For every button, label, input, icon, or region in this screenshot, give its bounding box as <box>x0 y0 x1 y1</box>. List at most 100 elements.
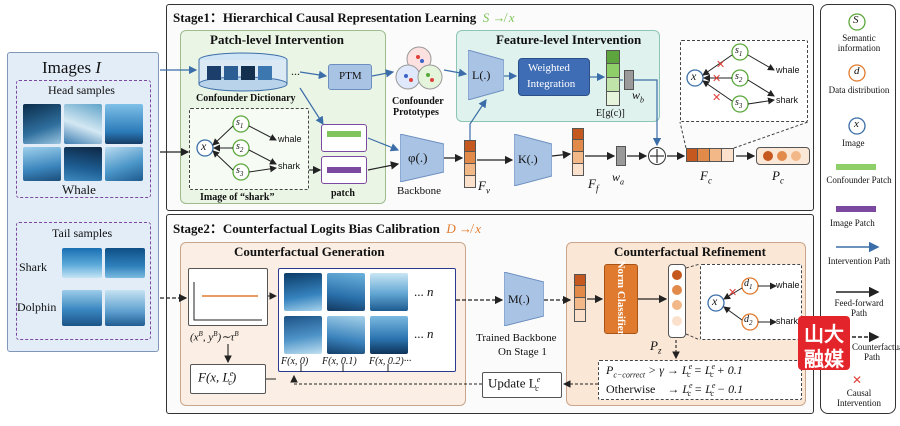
cf-image-row2-1 <box>284 316 322 354</box>
tail-samples-label: Tail samples <box>52 226 113 240</box>
legend-data-label: Data distribution <box>828 85 890 95</box>
weighted-integration-box <box>518 58 590 96</box>
update-box <box>482 372 562 398</box>
graph3-d1: d1 <box>744 278 753 291</box>
graph3-whale: whale <box>776 280 800 290</box>
patch-causal-graph <box>196 115 277 181</box>
trained-backbone-label-2: On Stage 1 <box>498 346 547 358</box>
watermark-line2: 融媒 <box>804 347 844 371</box>
head-sample-image-3 <box>105 104 143 144</box>
weighted-label-2: Integration <box>527 78 576 90</box>
tail-sample-shark-2 <box>105 248 145 278</box>
Fc-vector <box>686 148 734 162</box>
tail-sample-dolphin-2 <box>105 290 145 326</box>
head-sample-image-5 <box>64 147 102 181</box>
head-samples-box <box>16 80 151 198</box>
graph2-s1: s1 <box>735 45 743 58</box>
cf-image-row1-3 <box>370 273 408 311</box>
legend-intervention-path-label: Intervention Path <box>827 256 891 266</box>
head-sample-image-1 <box>23 104 61 144</box>
legend-causal-intervention-label: Causal Intervention <box>837 388 881 408</box>
watermark-line1: 山大 <box>804 322 844 346</box>
image-of-shark-label: Image of “shark” <box>200 192 275 203</box>
Pc-label: Pc <box>772 168 784 186</box>
Fv-label: Fv <box>478 178 490 196</box>
svg-text:✕: ✕ <box>712 73 721 85</box>
graph1-s1: s1 <box>236 117 244 130</box>
intervened-causal-graph: ✕ ✕ ✕ <box>686 43 775 113</box>
trained-backbone-label-1: Trained Backbone <box>476 332 557 344</box>
image-patch-bar <box>327 167 361 173</box>
norm-classifier-box <box>604 264 638 334</box>
Fz-vector-front <box>574 274 586 322</box>
backbone-label: Backbone <box>397 185 441 197</box>
legend-feedforward-path-label: Feed-forward Path <box>834 298 884 318</box>
Pc-dot-3 <box>791 151 801 161</box>
legend-confounder-patch-label: Confounder Patch <box>826 175 892 185</box>
svg-text:✕: ✕ <box>716 59 725 71</box>
ptm-block <box>328 64 372 90</box>
ptm-label: PTM <box>339 70 362 82</box>
head-sample-image-4 <box>23 147 61 181</box>
confounder-prototypes-label-2: Prototypes <box>393 107 439 118</box>
Pc-dot-1 <box>763 151 773 161</box>
patch-level-title: Patch-level Intervention <box>210 32 344 47</box>
legend-image-patch-label: Image Patch <box>830 218 875 228</box>
cf-row2-dots: ... n <box>414 326 434 341</box>
wa-block <box>616 146 626 166</box>
rule-2: Otherwise → Lec = Lec − 0.1 <box>606 381 744 399</box>
K-label: K(.) <box>518 152 538 166</box>
wb-label: wb <box>632 88 645 105</box>
graph3-shark: shark <box>776 316 799 326</box>
cf-f02-label: F(x, 0.2)··· <box>369 356 412 367</box>
watermark-logo <box>798 316 850 370</box>
dolphin-label: Dolphin <box>17 300 57 314</box>
M-label: M(.) <box>508 292 530 306</box>
cf-image-row1-2 <box>327 273 365 311</box>
svg-text:✕: ✕ <box>728 287 737 299</box>
confounder-patch-box <box>321 124 367 152</box>
tail-sample-shark-1 <box>62 248 102 278</box>
distribution-box <box>188 268 268 326</box>
graph1-x: x <box>201 139 207 153</box>
graph2-shark: shark <box>776 95 799 105</box>
cf-image-row2-2 <box>327 316 365 354</box>
F-function-box <box>190 364 266 394</box>
confounder-dictionary <box>197 52 289 92</box>
legend-counterfactual-path-label: Counterfactual Path <box>852 342 900 362</box>
tail-sample-dolphin-1 <box>62 290 102 326</box>
graph2-s2: s2 <box>735 71 743 84</box>
confounder-prototypes <box>394 44 444 94</box>
egc-vector <box>606 50 620 106</box>
graph2-whale: whale <box>776 65 800 75</box>
graph2-x: x <box>691 69 697 83</box>
refinement-causal-graph: ✕ <box>707 277 777 331</box>
graph3-x: x <box>712 294 718 308</box>
Pz-dot-3 <box>672 300 682 310</box>
egc-label: E[g(c)] <box>596 108 625 119</box>
stage1-title: Stage1：Hierarchical Causal Representatio… <box>173 10 515 25</box>
Fv-vector <box>464 140 476 188</box>
graph1-shark: shark <box>278 161 301 171</box>
L-label: L(.) <box>472 68 491 82</box>
Fc-label: Fc <box>700 168 712 186</box>
cf-generation-title: Counterfactual Generation <box>234 244 385 259</box>
cf-image-row1-1 <box>284 273 322 311</box>
weighted-label-1: Weighted <box>528 62 570 74</box>
patch-label: patch <box>331 188 355 199</box>
confounder-prototypes-label-1: Confounder <box>392 96 444 107</box>
rule-1: Pc−correct > γ → Lec = Lec + 0.1 <box>606 362 743 380</box>
Pz-dot-2 <box>672 285 682 295</box>
graph3-d2: d2 <box>744 314 753 327</box>
wb-block <box>624 70 634 90</box>
svg-text:✕: ✕ <box>712 92 721 104</box>
shark-label: Shark <box>19 260 47 274</box>
Ff-vector <box>572 128 584 176</box>
dictionary-dots: ... <box>291 64 300 78</box>
Pz-dot-4 <box>672 316 682 326</box>
legend-s-glyph: S <box>853 14 859 26</box>
graph2-s3: s3 <box>735 97 743 110</box>
Ff-label: Ff <box>588 176 599 194</box>
legend-d-glyph: d <box>854 65 860 77</box>
